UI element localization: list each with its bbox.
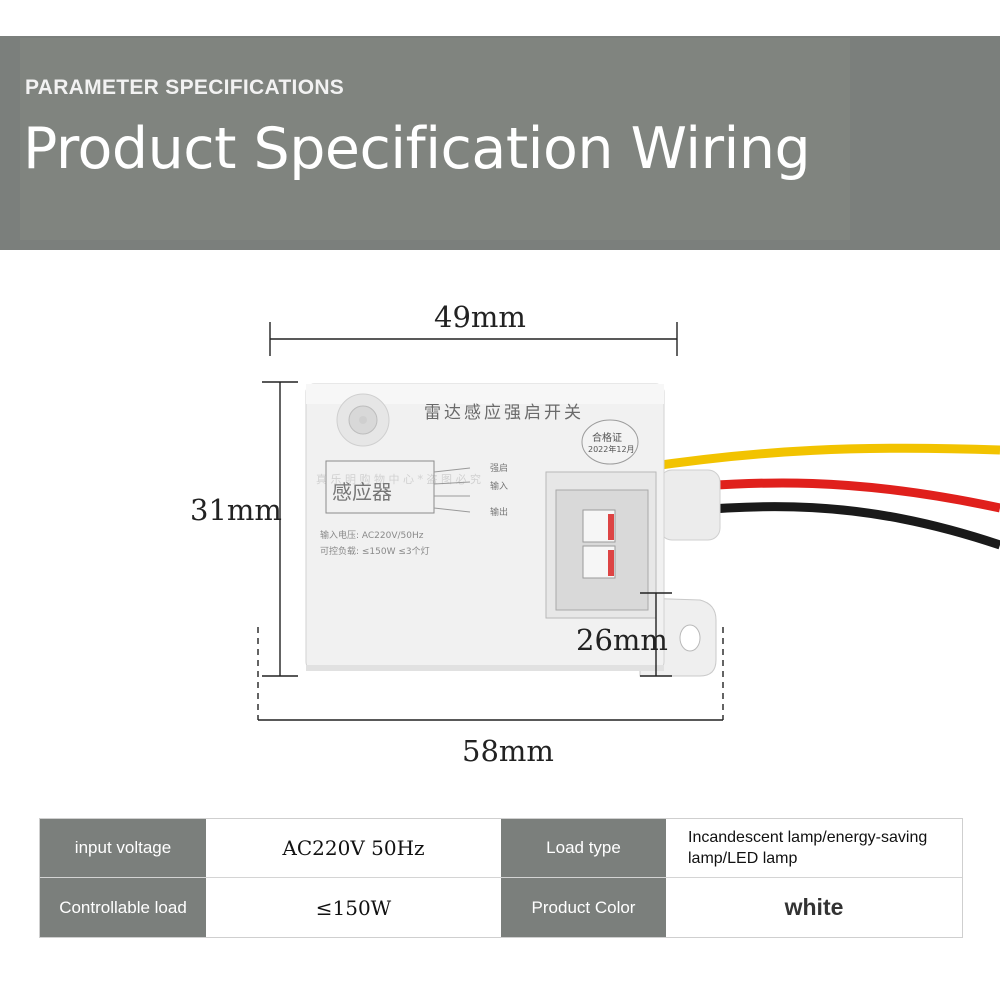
terminal-block [545,471,657,619]
watermark: 真 乐 明 购 物 中 心 * 盗 图 必 究 [316,473,481,486]
device-top-text: 雷达感应强启开关 [424,403,584,423]
page-title: Product Specification Wiring [23,116,811,182]
certificate-text: 合格证 [592,433,622,444]
certificate-badge [581,419,639,465]
input-voltage-label: input voltage [40,819,206,878]
spec-table: input voltage AC220V 50Hz Load type Inca… [39,818,963,938]
terminal-a-label: 强启 [490,464,509,474]
certificate-date: 2022年12月 [588,445,635,454]
dimension-lines [257,322,724,721]
controllable-load-label: Controllable load [40,878,206,937]
width-dimension-label: 49mm [434,300,526,334]
sensor-grille-icon [336,393,390,447]
input-voltage-value: AC220V 50Hz [206,819,501,878]
device-spec-line1: 输入电压: AC220V/50Hz [320,531,424,541]
terminal-l-label: 输出 [490,508,509,518]
module-label-box [325,460,435,514]
terminal-n-label: 输入 [490,482,509,492]
product-color-label: Product Color [501,878,666,937]
device-illustration [257,322,1000,721]
header-panel [20,38,850,240]
device-spec-line2: 可控负载: ≤150W ≤3个灯 [320,547,430,557]
product-diagram: 49mm 31mm 26mm 58mm 雷达感应强启开关 合格证 2022年12… [0,250,1000,790]
controllable-load-value: ≤150W [206,878,501,937]
section-subtitle: PARAMETER SPECIFICATIONS [25,76,345,99]
height-dimension-label: 31mm [190,493,282,527]
terminal-height-dimension-label: 26mm [576,623,668,657]
module-label: 感应器 [332,480,392,504]
length-dimension-label: 58mm [462,734,554,768]
load-type-label: Load type [501,819,666,878]
yellow-wire [639,443,1000,473]
load-type-value: Incandescent lamp/energy-saving lamp/LED… [666,819,962,878]
header-banner: PARAMETER SPECIFICATIONS Product Specifi… [0,36,1000,250]
product-color-value: white [666,878,962,937]
